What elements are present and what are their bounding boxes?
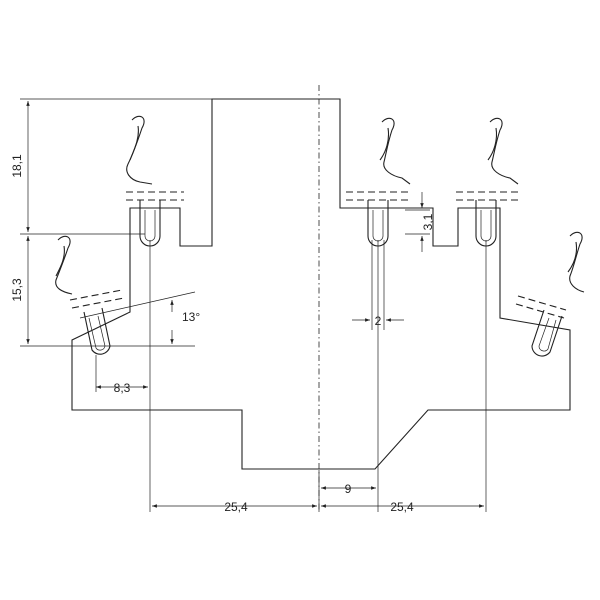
dim-9: 9 <box>345 482 352 496</box>
dim-15-3: 15,3 <box>10 278 24 302</box>
extension-lines <box>20 98 487 512</box>
contact-clamp-1 <box>126 115 184 247</box>
dim-8-3: 8,3 <box>114 381 131 395</box>
dim-18-1: 18,1 <box>10 154 24 178</box>
dim-25-4-right: 25,4 <box>390 500 414 514</box>
contact-clamp-5 <box>515 231 585 357</box>
dim-3-1: 3,1 <box>421 213 435 230</box>
housing-outline <box>71 98 571 470</box>
contact-clamp-4 <box>55 235 125 355</box>
contact-clamp-2 <box>346 117 412 247</box>
dim-2: 2 <box>375 314 382 328</box>
dimension-lines <box>26 101 484 508</box>
dim-13deg: 13° <box>182 310 200 324</box>
dim-25-4-left: 25,4 <box>224 500 248 514</box>
contact-clamp-3 <box>456 117 520 247</box>
